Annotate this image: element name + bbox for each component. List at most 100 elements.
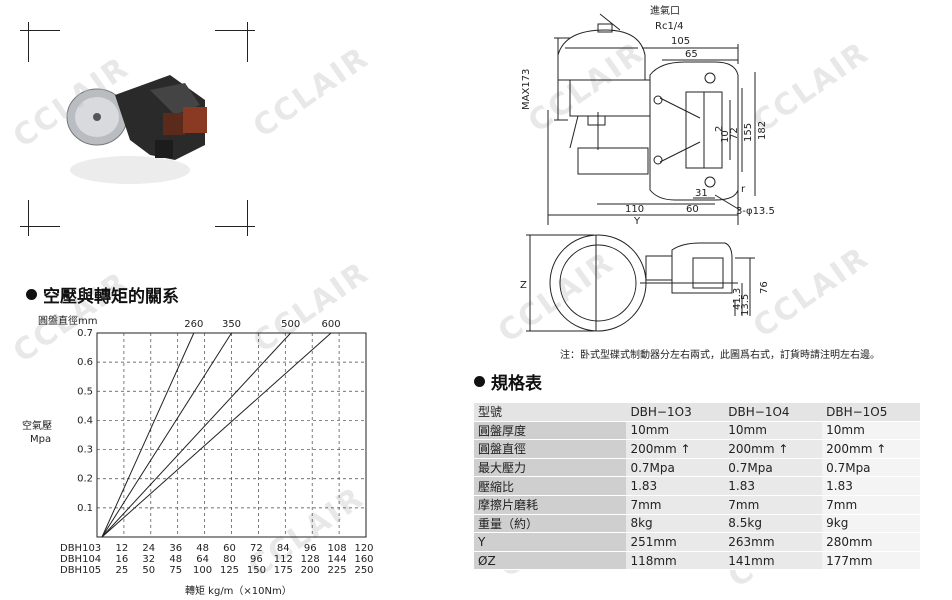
dim-155: 155 <box>743 123 754 142</box>
series-line-260 <box>101 332 195 538</box>
x-tick-label: 36 <box>169 543 182 554</box>
table-cell: 7mm <box>626 495 725 515</box>
table-row-label: 壓縮比 <box>474 476 627 496</box>
product-photo <box>66 75 207 184</box>
table-cell: 10mm <box>822 421 920 441</box>
relation-title: 空壓與轉矩的關系 <box>43 287 179 307</box>
hole-label: 3-φ13.5 <box>736 206 775 217</box>
series-label: 350 <box>222 319 241 330</box>
x-tick-label: 150 <box>247 565 266 576</box>
x-tick-label: 120 <box>354 543 373 554</box>
table-cell: 8kg <box>626 514 725 534</box>
order-note: 注：卧式型碟式制動器分左右兩式，此圖爲右式，訂貨時請注明左右邊。 <box>560 350 880 361</box>
table-cell: 141mm <box>724 551 823 571</box>
y-tick-label: 0.1 <box>77 503 93 514</box>
spec-title: 規格表 <box>491 374 542 394</box>
table-row-label: 圓盤直徑 <box>474 439 627 459</box>
table-header-cell: 型號 <box>474 403 627 422</box>
pressure-torque-chart: 圓盤直徑mm 空氣壓 Mpa 轉矩 kg/m（×10Nm） 0.70.60.50… <box>22 314 374 597</box>
table-cell: 200mm ↑ <box>626 439 725 459</box>
table-row-label: Y <box>474 532 627 552</box>
table-row-label: 重量（約） <box>474 514 627 534</box>
x-tick-label: 16 <box>116 554 129 565</box>
x-tick-label: 48 <box>196 543 209 554</box>
crop-mark <box>28 200 29 236</box>
table-row-label: 圓盤厚度 <box>474 421 627 441</box>
table-cell: 118mm <box>626 551 725 571</box>
crop-mark <box>247 22 248 62</box>
table-cell: 1.83 <box>626 476 725 496</box>
x-axis-label: 轉矩 kg/m（×10Nm） <box>185 584 292 597</box>
x-row-name: DBH103 <box>60 543 101 554</box>
x-tick-label: 100 <box>193 565 212 576</box>
series-line-500 <box>101 332 292 538</box>
rc-label: Rc1/4 <box>655 21 684 32</box>
bullet-icon <box>26 289 37 300</box>
dim-10: 10 <box>720 130 731 143</box>
x-tick-label: 160 <box>354 554 373 565</box>
x-tick-label: 32 <box>142 554 155 565</box>
dim-72: 72 <box>729 127 740 140</box>
x-tick-label: 200 <box>301 565 320 576</box>
x-tick-label: 144 <box>328 554 347 565</box>
series-label: 500 <box>281 319 300 330</box>
y-tick-label: 0.5 <box>77 386 93 397</box>
table-cell: 177mm <box>822 551 920 571</box>
table-cell: 0.7Mpa <box>626 458 725 478</box>
x-tick-label: 128 <box>301 554 320 565</box>
dim-110: 110 <box>625 204 644 215</box>
table-cell: 8.5kg <box>724 514 823 534</box>
series-line-350 <box>101 332 232 538</box>
crop-mark <box>20 30 60 31</box>
dim-41-3: 41.3 <box>732 288 743 310</box>
x-tick-label: 108 <box>328 543 347 554</box>
x-tick-label: 48 <box>169 554 182 565</box>
table-cell: 200mm ↑ <box>822 439 920 459</box>
inlet-label: 進氣口 <box>650 4 680 17</box>
x-tick-label: 60 <box>223 543 236 554</box>
x-tick-label: 96 <box>250 554 263 565</box>
x-tick-label: 72 <box>250 543 263 554</box>
table-cell: 1.83 <box>822 476 920 496</box>
x-tick-label: 80 <box>223 554 236 565</box>
watermark: CCLAIR <box>246 40 376 145</box>
crop-mark <box>20 226 60 227</box>
x-tick-label: 24 <box>142 543 155 554</box>
table-cell: 0.7Mpa <box>724 458 823 478</box>
x-tick-label: 125 <box>220 565 239 576</box>
dim-31: 31 <box>695 188 708 199</box>
dim-60: 60 <box>686 204 699 215</box>
dim-65: 65 <box>685 49 698 60</box>
x-tick-label: 50 <box>142 565 155 576</box>
x-tick-label: 175 <box>274 565 293 576</box>
y-tick-label: 0.6 <box>77 357 93 368</box>
dim-105: 105 <box>671 36 690 47</box>
top-view-drawing: 進氣口 Rc1/4 105 65 MAX173 2 10 72 155 182 … <box>521 4 775 227</box>
table-cell: 10mm <box>724 421 823 441</box>
table-cell: 263mm <box>724 532 823 552</box>
series-label: 600 <box>321 319 340 330</box>
bullet-icon <box>474 376 485 387</box>
dim-182: 182 <box>757 121 768 140</box>
table-header-cell: DBH−1O4 <box>724 403 823 422</box>
table-cell: 251mm <box>626 532 725 552</box>
table-cell: 7mm <box>822 495 920 515</box>
y-axis-unit: Mpa <box>30 434 51 445</box>
x-tick-label: 84 <box>277 543 290 554</box>
dim-z: Z <box>520 280 527 291</box>
crop-mark <box>215 226 255 227</box>
table-row-label: ØZ <box>474 551 627 571</box>
table-row-label: 最大壓力 <box>474 458 627 478</box>
y-tick-label: 0.2 <box>77 474 93 485</box>
dim-2: 2 <box>714 126 725 132</box>
table-cell: 280mm <box>822 532 920 552</box>
x-tick-label: 75 <box>169 565 182 576</box>
table-header-cell: DBH−1O5 <box>822 403 920 422</box>
